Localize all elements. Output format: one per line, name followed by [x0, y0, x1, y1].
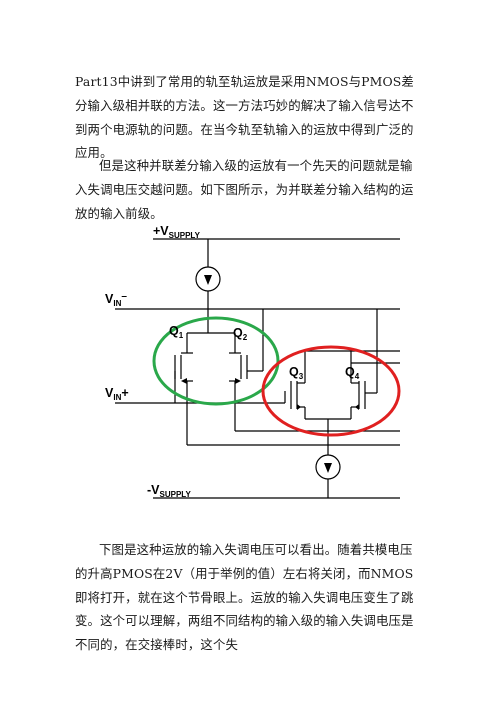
label-vsupply-pos: +VSUPPLY [153, 224, 201, 240]
label-vin-plus: VIN+ [105, 386, 129, 402]
nmos-pair-highlight [261, 345, 401, 437]
label-q4: Q4 [345, 365, 360, 381]
label-vin-minus: VIN– [105, 291, 127, 308]
pmos-pair-highlight [152, 316, 280, 406]
label-q2: Q2 [233, 326, 248, 342]
circuit-arrows [181, 275, 359, 473]
label-q1: Q1 [169, 324, 184, 340]
circuit-wires [115, 238, 400, 499]
paragraph-intro: Part13中讲到了常用的轨至轨运放是采用NMOS与PMOS差分输入级相并联的方… [75, 74, 414, 161]
paragraph-problem: 但是这种并联差分输入级的运放有一个先天的问题就是输入失调电压交越问题。如下图所示… [75, 158, 414, 221]
circuit-diagram: +VSUPPLY VIN– VIN+ Q1 Q2 Q3 Q4 -VSUPPLY [105, 224, 401, 499]
label-q3: Q3 [289, 365, 304, 381]
label-vsupply-neg: -VSUPPLY [147, 483, 191, 499]
paragraph-offset: 下图是这种运放的输入失调电压可以看出。随着共模电压的升高PMOS在2V（用于举例… [75, 542, 414, 653]
